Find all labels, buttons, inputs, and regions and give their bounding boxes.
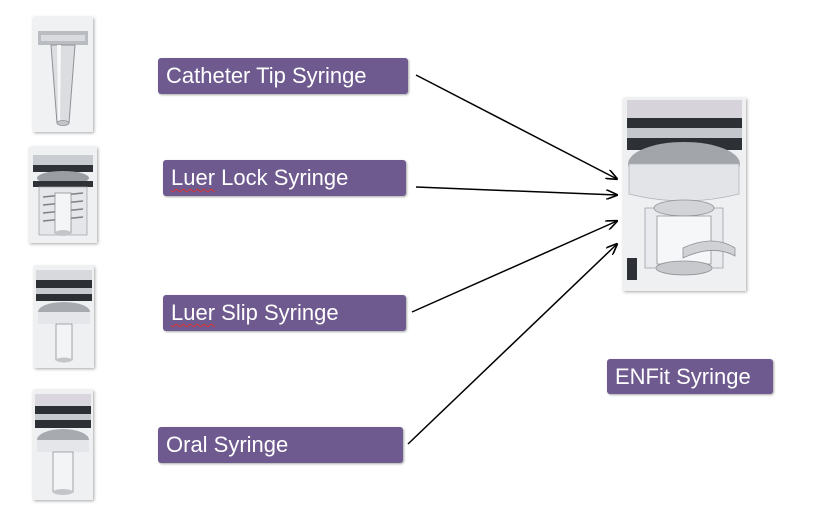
luer-slip-syringe-image bbox=[34, 266, 94, 368]
enfit-syringe-label: ENFit Syringe bbox=[607, 359, 773, 394]
arrow-luer-slip-to-enfit bbox=[411, 221, 617, 313]
catheter-tip-syringe-image bbox=[33, 17, 93, 132]
arrow-luer-lock-to-enfit bbox=[415, 186, 617, 195]
oral-syringe-image bbox=[33, 390, 93, 500]
luer-lock-word: Luer bbox=[171, 165, 216, 190]
catheter-tip-syringe-text: Catheter Tip Syringe bbox=[166, 63, 367, 88]
arrow-oral-to-enfit bbox=[407, 244, 617, 445]
luer-slip-syringe-label: Luer Slip Syringe bbox=[163, 295, 406, 331]
enfit-syringe-text: ENFit Syringe bbox=[615, 364, 751, 389]
catheter-tip-syringe-label: Catheter Tip Syringe bbox=[158, 58, 408, 94]
enfit-syringe-image bbox=[623, 98, 746, 291]
luer-lock-rest: Lock Syringe bbox=[215, 165, 349, 190]
arrow-catheter-to-enfit bbox=[415, 74, 617, 179]
oral-syringe-text: Oral Syringe bbox=[166, 432, 289, 457]
luer-slip-word: Luer bbox=[171, 300, 216, 325]
luer-slip-rest: Slip Syringe bbox=[215, 300, 339, 325]
oral-syringe-label: Oral Syringe bbox=[158, 427, 403, 463]
luer-lock-syringe-image bbox=[29, 147, 97, 243]
luer-lock-syringe-label: Luer Lock Syringe bbox=[163, 160, 406, 196]
